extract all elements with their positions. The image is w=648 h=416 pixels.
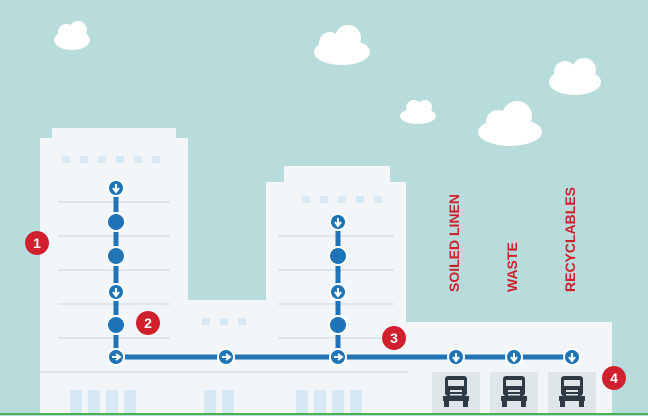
valve-node [106, 315, 126, 335]
valve-node [106, 212, 126, 232]
arrow-down-node-icon [329, 213, 347, 231]
valve-node [106, 246, 126, 266]
marker-3: 3 [382, 326, 406, 350]
marker-4: 4 [602, 366, 626, 390]
arrow-down-node-icon [447, 348, 465, 366]
chute-label-recyclables: RECYCLABLES [562, 187, 578, 292]
cloud-icon [478, 101, 542, 146]
valve-node [328, 246, 348, 266]
arrow-right-node-icon [329, 348, 347, 366]
marker-3-label: 3 [390, 330, 398, 346]
cloud-icon [54, 21, 90, 50]
chute-label-waste: WASTE [504, 242, 520, 292]
valve-node [328, 315, 348, 335]
cloud-icon [549, 58, 601, 95]
valve-nodes [106, 212, 348, 335]
arrow-down-node-icon [505, 348, 523, 366]
clouds [54, 21, 601, 146]
marker-2-label: 2 [144, 315, 152, 331]
chute-label-soiled-linen: SOILED LINEN [446, 194, 462, 292]
arrow-down-node-icon [563, 348, 581, 366]
arrow-right-node-icon [107, 348, 125, 366]
trucks [443, 376, 585, 407]
marker-1: 1 [25, 231, 49, 255]
arrow-down-node-icon [107, 283, 125, 301]
marker-2: 2 [136, 311, 160, 335]
garbage-truck-icon [443, 376, 469, 407]
marker-4-label: 4 [610, 370, 618, 386]
garbage-truck-icon [501, 376, 527, 407]
cloud-icon [314, 25, 370, 65]
arrow-down-node-icon [329, 283, 347, 301]
arrow-right-node-icon [217, 348, 235, 366]
cloud-icon [400, 100, 436, 124]
arrow-down-node-icon [107, 179, 125, 197]
windows [62, 156, 382, 414]
inlet-nodes [107, 179, 581, 366]
garbage-truck-icon [559, 376, 585, 407]
marker-1-label: 1 [33, 235, 41, 251]
flow-nodes [107, 348, 347, 366]
